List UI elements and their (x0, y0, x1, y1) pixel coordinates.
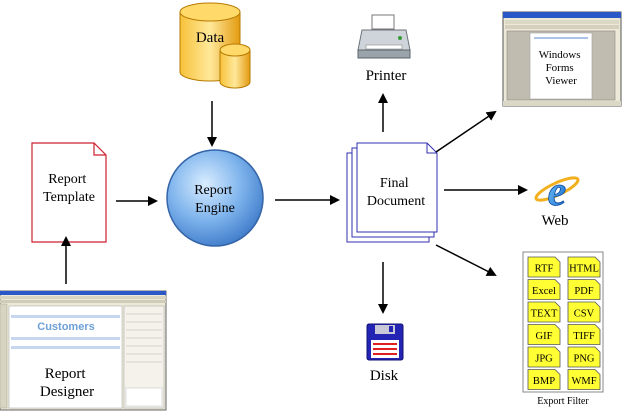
report-template-page-icon (31, 142, 107, 243)
export-format-label: TIFF (573, 331, 595, 342)
export-format-label: TEXT (531, 309, 558, 320)
printer-label: Printer (366, 68, 407, 84)
export-format-tile (527, 346, 561, 368)
viewer-line-3: Viewer (545, 75, 577, 87)
report-template-line-2: Template (43, 190, 95, 205)
viewer-line-1: Windows (539, 49, 581, 61)
report-designer-line-2: Designer (40, 384, 94, 400)
final-document-stack-icon (346, 142, 438, 243)
export-format-label: PDF (574, 286, 593, 297)
export-format-label: GIF (536, 331, 553, 342)
export-format-label: HTML (569, 264, 599, 275)
arrow-document-to-viewer (435, 110, 497, 153)
report-template-label: Report Template (43, 172, 95, 205)
export-format-tile (527, 324, 561, 345)
export-format-label: Excel (532, 286, 556, 297)
report-designer-screenshot: Customers (0, 290, 167, 411)
flow-arrows (61, 93, 528, 314)
export-format-tile (567, 256, 601, 278)
windows-forms-viewer-window (502, 11, 622, 107)
export-format-label: CSV (574, 309, 595, 320)
export-format-tile (527, 301, 561, 323)
export-format-grid: RTF HTML Excel PDF TEXT CSV GIF TIFF JPG PNG BMP WM… (527, 256, 601, 390)
export-format-tile (567, 346, 601, 368)
export-format-tile (567, 301, 601, 323)
export-format-tile (527, 256, 561, 278)
export-format-label: PNG (573, 354, 594, 365)
export-format-label: JPG (535, 354, 553, 365)
export-format-label: RTF (535, 264, 554, 275)
export-format-label: WMF (571, 376, 596, 387)
disk-label: Disk (370, 368, 399, 384)
windows-forms-viewer-label: Windows Forms Viewer (539, 49, 583, 87)
export-format-tile (567, 369, 601, 390)
export-format-tile (567, 279, 601, 300)
report-designer-label: Report Designer (40, 366, 94, 400)
final-document-line-2: Document (367, 194, 425, 209)
export-format-tile (527, 369, 561, 390)
data-cylinders-icon (179, 2, 251, 89)
report-engine-label: Report Engine (194, 183, 236, 216)
export-filter-label: Export Filter (537, 396, 589, 407)
export-format-label: BMP (533, 376, 555, 387)
report-designer-line-1: Report (45, 366, 87, 382)
web-icon-letter: e (548, 169, 567, 215)
report-template-line-1: Report (48, 172, 86, 187)
export-format-tile (527, 279, 561, 300)
report-engine-line-1: Report (194, 183, 232, 198)
final-document-line-1: Final (380, 176, 409, 191)
floppy-disk-icon (366, 323, 404, 361)
export-format-tile (567, 324, 601, 345)
report-engine-line-2: Engine (195, 201, 235, 216)
web-browser-icon: e (534, 169, 580, 215)
data-label: Data (196, 30, 225, 46)
report-engine-circle (166, 149, 264, 247)
arrow-document-to-export (435, 244, 497, 276)
web-label: Web (541, 213, 568, 229)
viewer-line-2: Forms (546, 62, 574, 74)
designer-customers-title: Customers (37, 321, 94, 333)
printer-icon (357, 14, 411, 59)
final-document-label: Final Document (367, 176, 425, 209)
